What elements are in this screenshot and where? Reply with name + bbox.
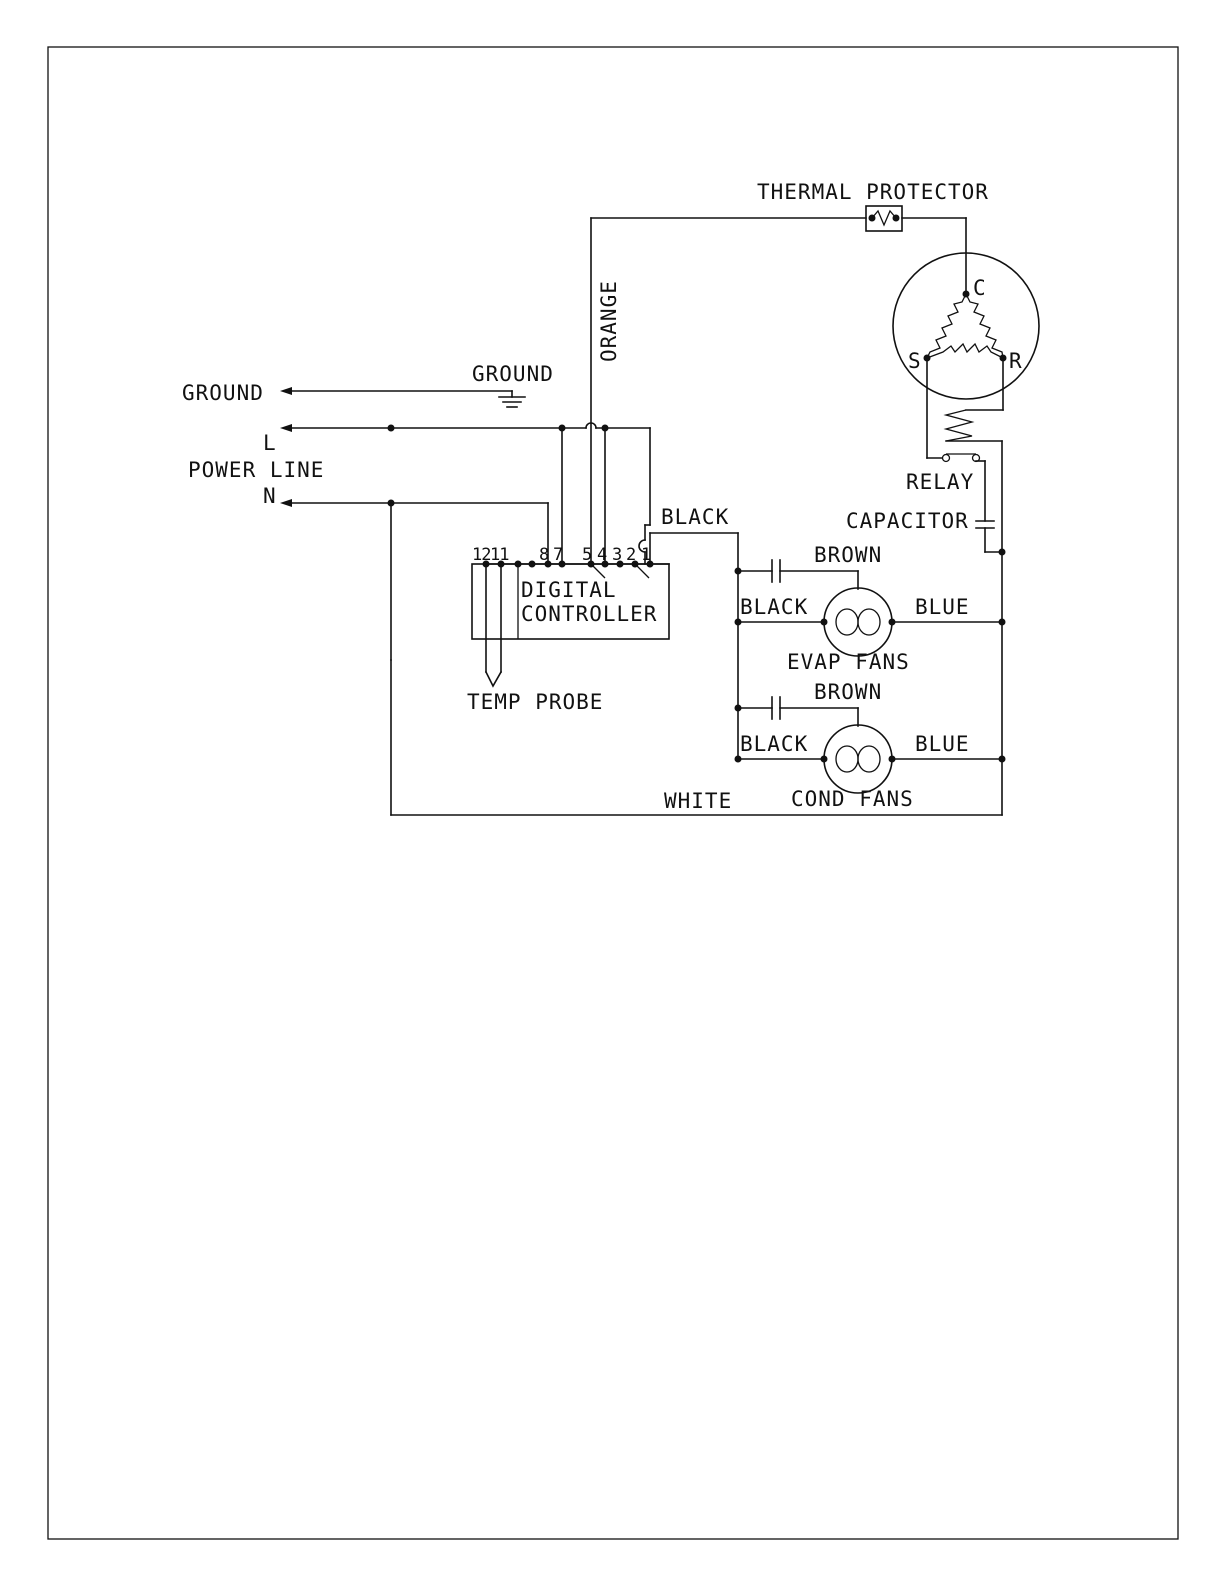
cond-brown-label: BROWN: [814, 680, 882, 704]
ground-terminal-label: GROUND: [182, 381, 264, 405]
terminal-3-label: 3: [612, 545, 621, 565]
evap-brown-label: BROWN: [814, 543, 882, 567]
black-controller-label: BLACK: [661, 505, 729, 529]
controller-label-line1: DIGITAL: [521, 578, 617, 602]
line-n-label: N: [263, 484, 277, 508]
ground-symbol-icon: [499, 397, 525, 407]
relay-label: RELAY: [906, 470, 974, 494]
white-wire-label: WHITE: [664, 789, 732, 813]
capacitor-label: CAPACITOR: [846, 509, 969, 533]
terminal-11-label: 11: [490, 545, 509, 565]
temp-probe-label: TEMP PROBE: [467, 690, 603, 714]
terminal-1-label: 1: [641, 545, 651, 565]
controller-label-line2: CONTROLLER: [521, 602, 657, 626]
terminal-12-label: 12: [472, 545, 490, 565]
orange-wire-label: ORANGE: [597, 280, 621, 362]
compressor-c-label: C: [973, 276, 987, 300]
evap-black-label: BLACK: [740, 595, 808, 619]
line-l-wire: [280, 423, 650, 564]
terminal-2-label: 2: [626, 545, 635, 565]
evap-blue-label: BLUE: [915, 595, 970, 619]
cond-black-label: BLACK: [740, 732, 808, 756]
compressor-r-label: R: [1009, 349, 1023, 373]
terminal-5-label: 5: [582, 545, 591, 565]
thermal-protector-label: THERMAL PROTECTOR: [757, 180, 989, 204]
thermal-protector-icon: [866, 206, 966, 294]
compressor-s-label: S: [908, 349, 922, 373]
terminal-4-label: 4: [597, 545, 607, 565]
ground-symbol-label: GROUND: [472, 362, 554, 386]
evap-fans-label: EVAP FANS: [787, 650, 910, 674]
temp-probe-icon: [486, 564, 501, 686]
terminal-7-label: 7: [553, 545, 562, 565]
power-line-label: POWER LINE: [188, 458, 324, 482]
page-border: [48, 47, 1178, 1539]
black-controller-wire: [650, 533, 738, 760]
cond-blue-label: BLUE: [915, 732, 970, 756]
terminal-8-label: 8: [539, 545, 549, 565]
capacitor-icon: [976, 521, 1006, 556]
cond-fans-label: COND FANS: [791, 787, 914, 811]
line-l-label: L: [263, 431, 277, 455]
ground-terminal: [280, 387, 525, 407]
